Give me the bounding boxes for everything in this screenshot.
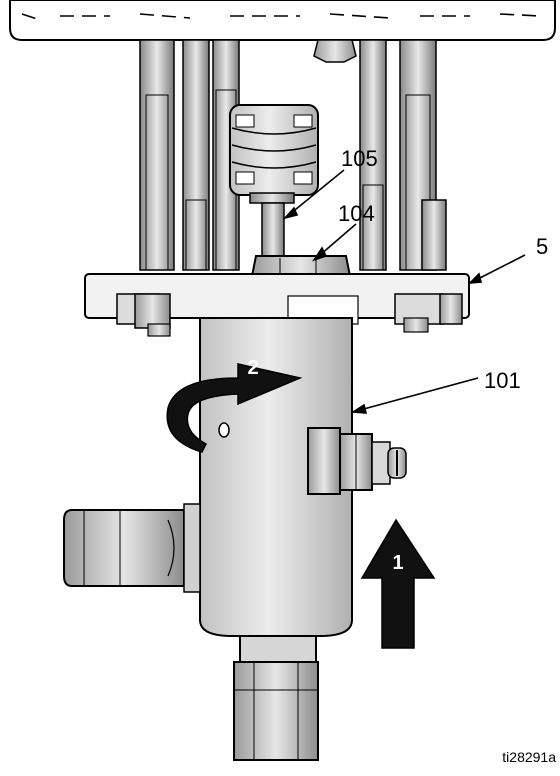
leader-5-arrowhead: [467, 272, 483, 284]
step1-up-arrow-icon: [360, 518, 436, 649]
displacement-rod: [249, 192, 295, 260]
leader-101-arrowhead: [350, 403, 368, 414]
leader-lines: [282, 169, 526, 414]
figure-id-label: ti28291a: [502, 749, 556, 765]
side-inlet-fitting: [63, 503, 201, 593]
coupling: [229, 104, 319, 196]
leader-105-arrowhead: [282, 206, 299, 220]
leader-101: [359, 377, 479, 411]
step1-label: 1: [392, 552, 403, 574]
bottom-outlet: [233, 635, 319, 761]
leader-104-arrowhead: [312, 246, 328, 262]
step2-rotate-arrow-icon: [166, 363, 303, 453]
top-nut: [313, 39, 357, 63]
step2-label: 2: [247, 357, 258, 379]
top-housing: [9, 0, 556, 41]
callout-101: 101: [484, 368, 521, 393]
mounting-plate: [84, 273, 470, 337]
leader-105: [289, 169, 345, 215]
leader-5: [475, 254, 526, 281]
body-port: [218, 422, 230, 438]
leader-104: [319, 223, 357, 256]
side-valve: [307, 427, 407, 495]
callout-104: 104: [338, 201, 375, 226]
callout-5: 5: [536, 234, 548, 259]
callout-105: 105: [341, 146, 378, 171]
